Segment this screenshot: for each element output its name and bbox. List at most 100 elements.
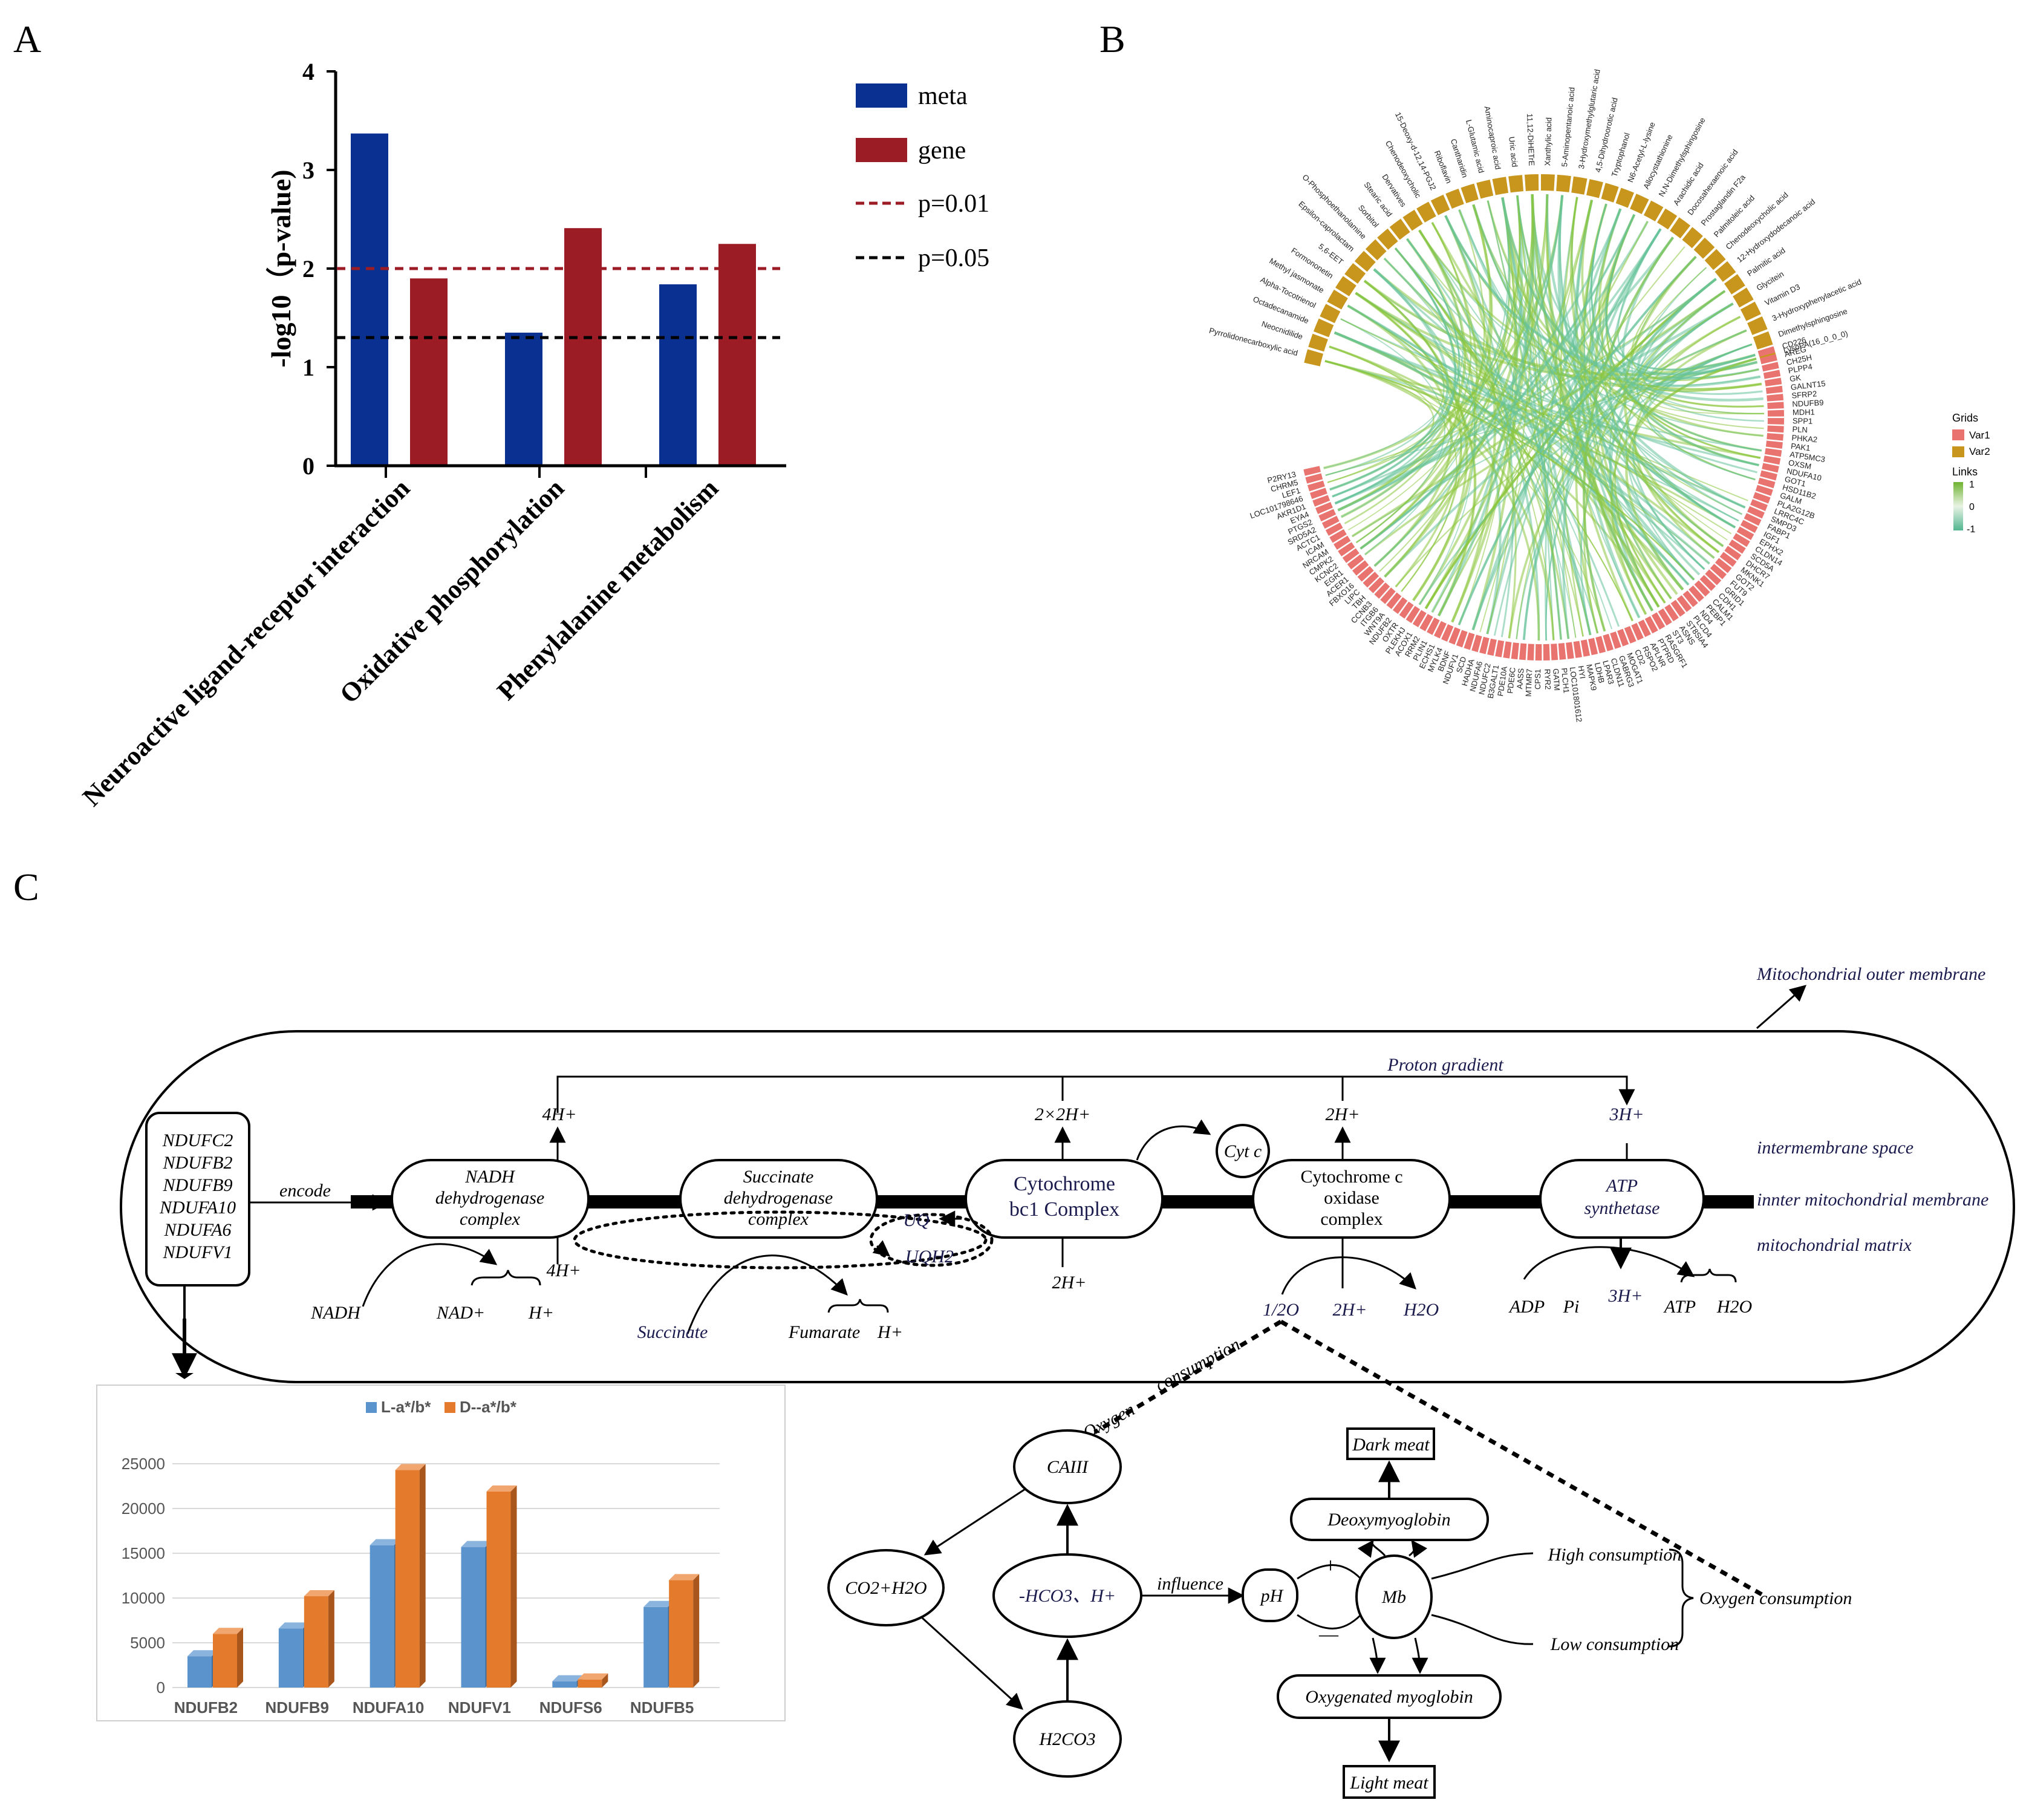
b-link [1559, 197, 1584, 637]
b-var1-label: PDE6C [1505, 667, 1517, 694]
b-links [1323, 194, 1764, 641]
a-legend-p001: p=0.01 [918, 190, 989, 218]
b-var1-label: HYI [1576, 665, 1587, 680]
b-var2-segment [1657, 208, 1678, 230]
a-bar-meta-1 [505, 332, 542, 466]
b-link [1625, 302, 1734, 581]
high-consumption-label: High consumption [1548, 1545, 1682, 1565]
b-var1-segment [1321, 515, 1340, 529]
b-var1-segment [1456, 630, 1468, 648]
b-var1-segment [1658, 608, 1672, 626]
b-link [1431, 221, 1672, 599]
b-var1-segment [1765, 440, 1783, 449]
b-var1-segment [1767, 409, 1784, 417]
h2o-label-1: H2O [1403, 1300, 1439, 1320]
a-ytick-label: 0 [302, 452, 314, 480]
b-link [1406, 238, 1742, 515]
complex-4-line2: oxidase [1324, 1188, 1379, 1208]
b-var1-label: PLN [1792, 425, 1808, 434]
b-var2-segment [1630, 194, 1649, 215]
b-var2-segment [1571, 176, 1588, 195]
b-var1-label: LDHB [1593, 662, 1606, 684]
c-bar-side [602, 1673, 608, 1688]
uqh2-label: UQH2 [905, 1247, 954, 1267]
encode-label: encode [279, 1181, 331, 1201]
b-var2-segment [1320, 304, 1341, 324]
ph-node [1242, 1568, 1298, 1622]
b-var1-segment [1740, 520, 1758, 533]
deoxymyoglobin-label: Deoxymyoglobin [1327, 1510, 1450, 1530]
b-var1-segment [1427, 618, 1440, 635]
b-var1-segment [1763, 455, 1781, 465]
b-var1-segment [1342, 548, 1360, 563]
b-var1-segment [1765, 448, 1782, 457]
b-var2-segment [1402, 209, 1423, 231]
b-var1-segment [1558, 643, 1566, 660]
b-link [1457, 256, 1697, 625]
b-var1-segment [1527, 644, 1534, 660]
b-var1-label: OXSM [1788, 458, 1812, 471]
complex-1-line3: complex [460, 1209, 521, 1229]
b-var1-segment [1471, 634, 1482, 653]
complex-4 [1252, 1159, 1451, 1239]
complex-1-line1: NADH [464, 1167, 516, 1187]
b-var2-segment [1747, 316, 1768, 335]
b-var2-segment [1327, 289, 1348, 310]
b-var1-segment [1334, 535, 1351, 550]
b-link [1444, 215, 1758, 376]
a-ytick-label: 1 [302, 354, 314, 381]
b-legend-links-title: Links [1952, 466, 1978, 478]
caiii-label: CAIII [1047, 1457, 1089, 1477]
b-legend-links-tick-1: 1 [1969, 480, 1975, 490]
gene-item: NDUFB9 [163, 1175, 233, 1195]
b-link [1614, 316, 1741, 608]
low-consumption-label: Low consumption [1550, 1634, 1679, 1654]
mb-node [1355, 1554, 1433, 1639]
b-var1-segment [1325, 522, 1343, 536]
caiii-node [1013, 1429, 1122, 1504]
b-link [1637, 278, 1761, 388]
c-bar-top [552, 1675, 583, 1681]
b-var2-segment [1753, 331, 1773, 350]
c-bar-1-2 [395, 1470, 420, 1688]
b-var1-label: GATM [1551, 668, 1562, 691]
b-var1-segment [1511, 642, 1519, 660]
b-var2-segment [1556, 174, 1571, 192]
b-link [1334, 208, 1622, 504]
b-var1-segment [1767, 394, 1784, 402]
c-bar-top [187, 1650, 218, 1657]
c-bar-side [419, 1464, 426, 1688]
a-legend-gene-swatch [856, 138, 907, 162]
a-legend-meta: meta [918, 82, 968, 110]
mb-label: Mb [1381, 1587, 1406, 1607]
h2co3-label: H2CO3 [1038, 1729, 1095, 1749]
b-var1-segment [1566, 642, 1574, 659]
b-var1-segment [1352, 560, 1369, 576]
b-link [1337, 236, 1674, 512]
b-legend-var2-swatch [1952, 446, 1964, 457]
c-bar-0-2 [370, 1545, 394, 1688]
b-var1-segment [1363, 572, 1379, 588]
influence-label: influence [1157, 1574, 1223, 1594]
a-bars [351, 133, 756, 466]
c-bar-0-4 [552, 1681, 577, 1688]
b-var2-segment [1445, 188, 1464, 209]
b-var2-segment [1304, 349, 1324, 367]
b-var2-segment [1308, 333, 1328, 352]
ph-label: pH [1260, 1586, 1285, 1606]
b-var1-segment [1392, 597, 1408, 615]
b-var2-label: Xanthylic acid [1543, 117, 1553, 166]
b-link [1546, 194, 1746, 509]
b-var1-segment [1760, 354, 1777, 365]
b-var2-label: 11,12-DiHETrE [1525, 113, 1536, 166]
b-link [1348, 194, 1548, 530]
three-h-label: 3H+ [1608, 1286, 1643, 1306]
consumption-label: consumption [1152, 1334, 1243, 1395]
proton-top-4: 2H+ [1326, 1104, 1360, 1124]
b-var1-segment [1303, 466, 1321, 476]
b-var1-segment [1610, 631, 1621, 649]
b-var1-segment [1757, 477, 1776, 489]
